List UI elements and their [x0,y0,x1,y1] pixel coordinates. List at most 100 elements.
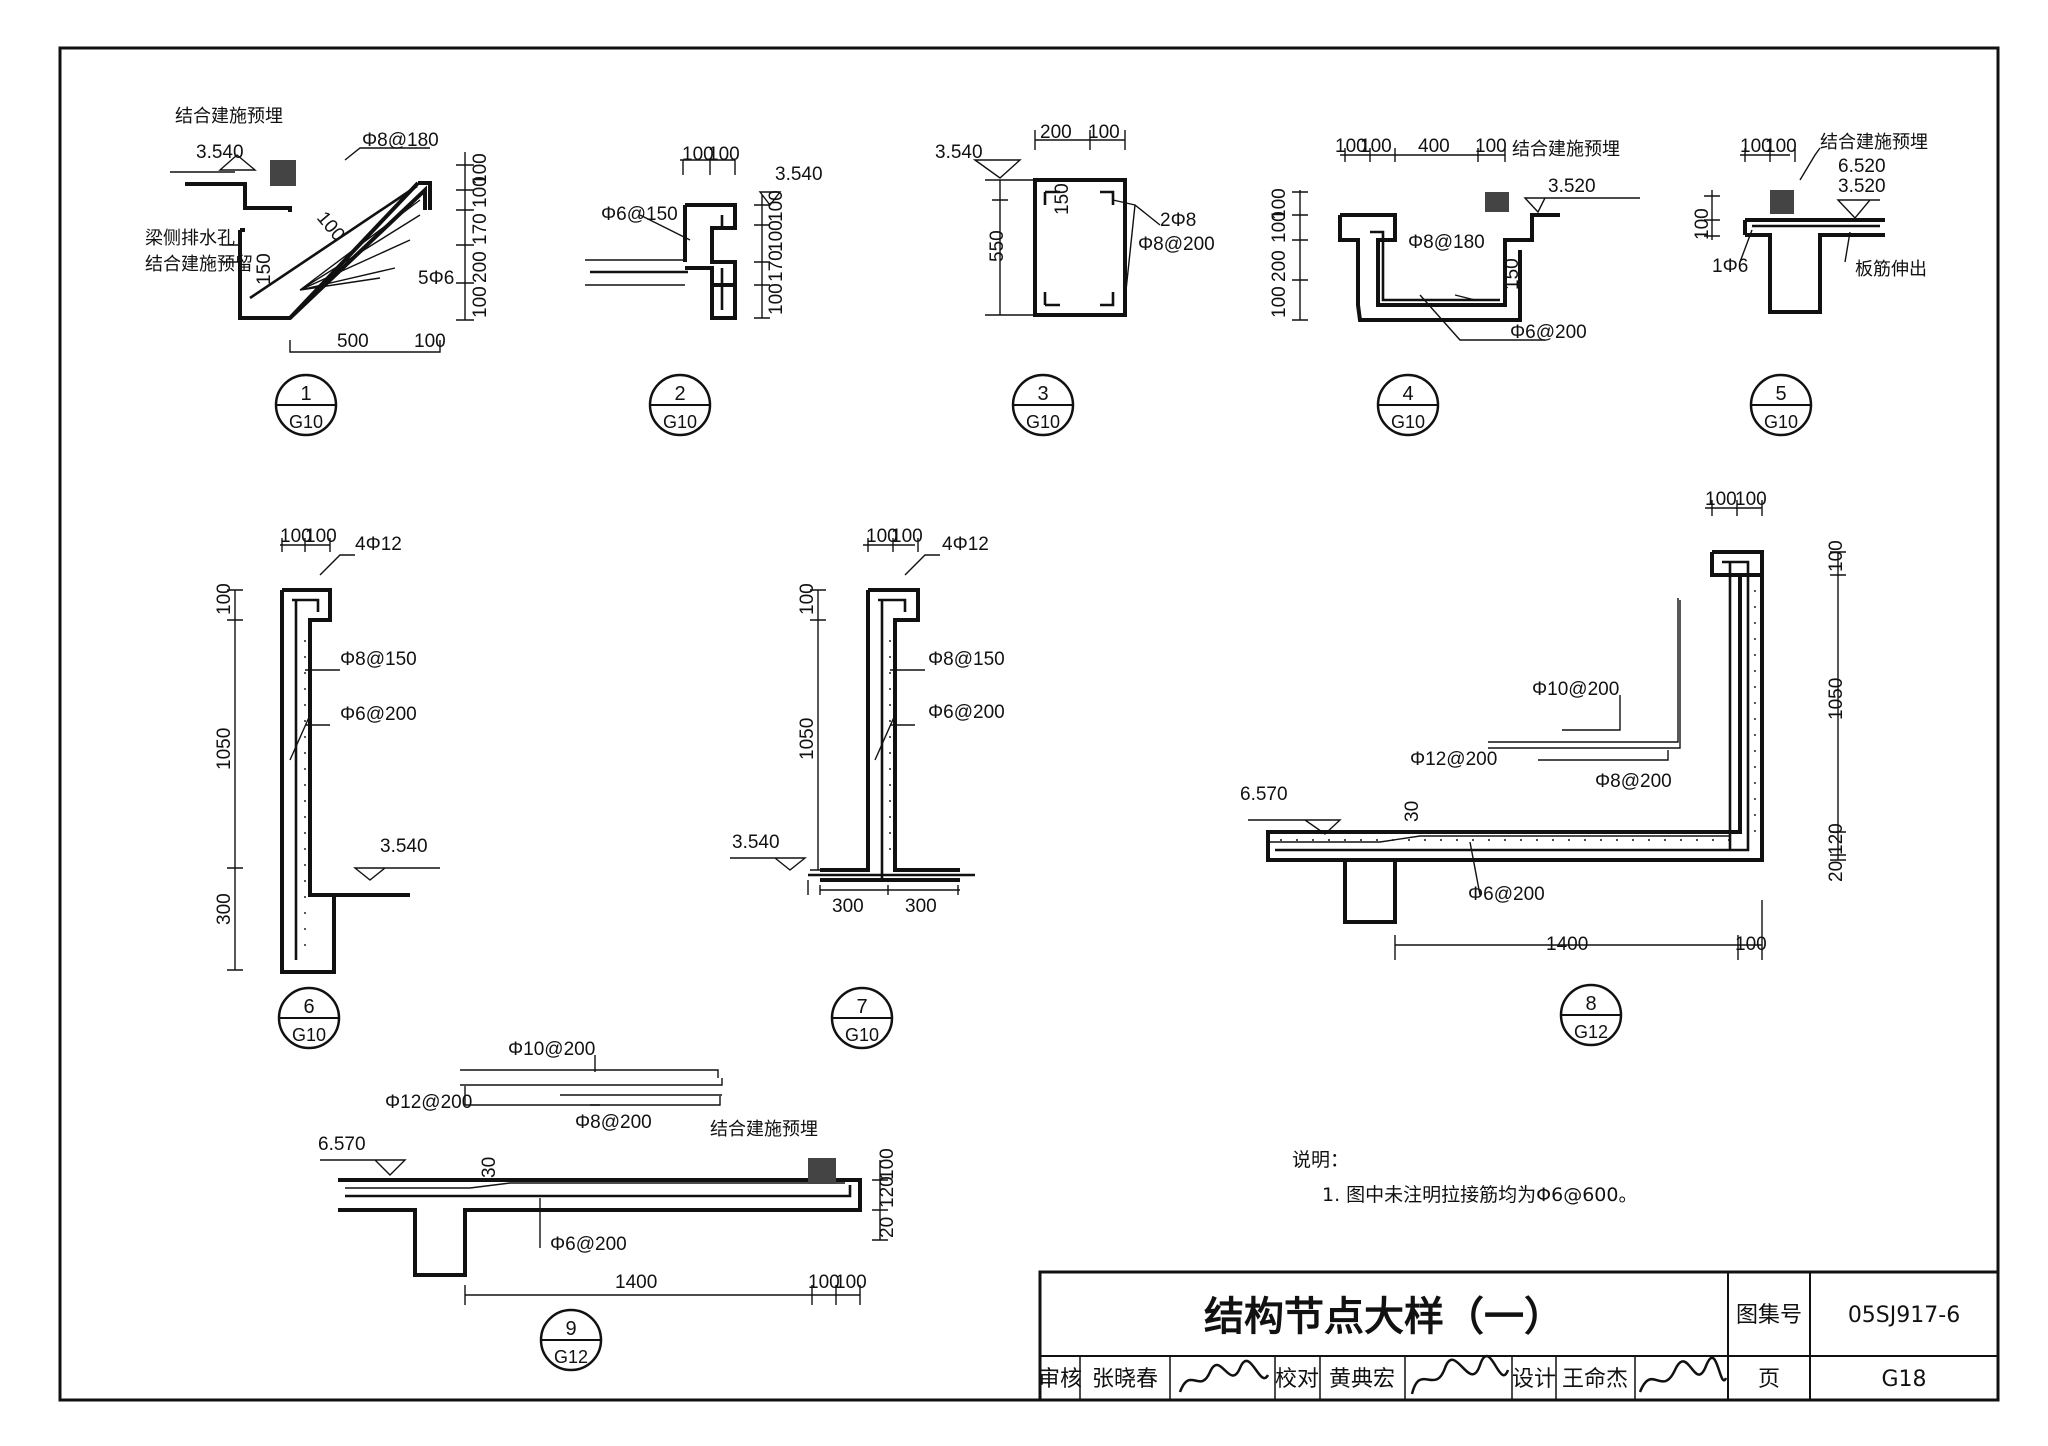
d1-dim-500: 500 [337,331,369,352]
d9-dim-30: 30 [479,1157,500,1178]
d1-v2: 100 [470,176,491,208]
d8-dim-100: 100 [1735,934,1767,955]
d4-top-100c: 100 [1475,136,1507,157]
d7-elev: 3.540 [732,832,780,853]
d8-rebar-top: Φ10@200 [1532,679,1619,700]
d6-rebar-tie: Φ6@200 [340,704,417,725]
d7-v-100: 100 [797,583,818,615]
detail-markers: 1 G10 2 G10 3 G10 4 G10 5 G10 [274,373,1813,1372]
d3-top-100: 100 [1088,122,1120,143]
d9-rebar-top: Φ10@200 [508,1039,595,1060]
designer-signature [1638,1356,1728,1393]
d2-top-100a: 100 [682,144,714,165]
detail-marker-7-ref: G10 [845,1025,879,1045]
d8-elev: 6.570 [1240,784,1288,805]
d1-elev: 3.540 [196,142,244,163]
d1-v5: 100 [470,286,491,318]
d1-rebar: Φ8@180 [362,130,439,151]
d9-embed-label: 结合建施预埋 [710,1119,818,1139]
detail-marker-3-ref: G10 [1026,412,1060,432]
detail-8: 100 100 100 1050 Φ10@200 Φ12@200 Φ8@200 … [1240,489,1847,960]
detail-9: Φ10@200 Φ12@200 Φ8@200 结合建施预埋 6.570 30 Φ… [318,1039,898,1305]
detail-marker-2-ref: G10 [663,412,697,432]
d8-v-120: 120 [1826,823,1847,855]
designer-name: 王命杰 [1562,1367,1628,1392]
d4-top-400: 400 [1418,136,1450,157]
d4-embed-label: 结合建施预埋 [1512,139,1620,159]
detail-marker-1-num: 1 [300,383,311,405]
d5-embed-label: 结合建施预埋 [1820,132,1928,152]
d9-rebar-bottom: Φ6@200 [550,1234,627,1255]
d4-top-100b: 100 [1360,136,1392,157]
d3-top-200: 200 [1040,122,1072,143]
d9-v-20: 20 [877,1217,898,1238]
d7-top-100b: 100 [891,526,923,547]
detail-marker-9-num: 9 [565,1318,576,1340]
d2-top-100b: 100 [708,144,740,165]
d5-dim-100: 100 [1692,208,1713,240]
d5-top-100a: 100 [1740,136,1772,157]
d5-elev-high: 6.520 [1838,156,1886,177]
detail-marker-6-num: 6 [303,996,314,1018]
d4-v2: 100 [1269,211,1290,243]
d1-reserve: 结合建施预留 [145,254,253,274]
d9-dim-1400: 1400 [615,1272,657,1293]
d5-elev-low: 3.520 [1838,176,1886,197]
d8-rebar-bottom: Φ6@200 [1468,884,1545,905]
d4-rebar-bottom: Φ6@200 [1510,322,1587,343]
title-block: 结构节点大样（一） 图集号 05SJ917-6 页 G18 审核 张晓春 校对 … [1038,1270,2000,1402]
d5-rebar: 1Φ6 [1712,256,1748,277]
d3-dim-150: 150 [1052,183,1073,215]
detail-marker-6-ref: G10 [292,1025,326,1045]
d8-v-1050: 1050 [1826,678,1847,720]
d7-rebar-top: 4Φ12 [942,534,989,555]
notes: 说明： 1. 图中未注明拉接筋均为Φ6@600。 [1292,1149,1637,1206]
d4-top-100a: 100 [1335,136,1367,157]
d1-v4: 200 [470,251,491,283]
d2-v4: 100 [766,283,787,315]
page-label: 页 [1758,1367,1780,1392]
d8-v-100: 100 [1826,540,1847,572]
d4-v4: 100 [1269,286,1290,318]
detail-marker-1: 1 G10 [274,373,338,437]
d6-top-100b: 100 [305,526,337,547]
d1-rebar-5: 5Φ6 [418,268,454,289]
detail-marker-5-ref: G10 [1764,412,1798,432]
d7-rebar-mid: Φ8@150 [928,649,1005,670]
sheet-title: 结构节点大样（一） [1204,1294,1564,1340]
atlas-number: 05SJ917-6 [1848,1303,1960,1328]
d1-embed-label: 结合建施预埋 [175,106,283,126]
d2-v3: 170 [766,250,787,282]
d4-v1: 100 [1269,188,1290,220]
d4-v3: 200 [1269,250,1290,282]
detail-marker-2-num: 2 [674,383,685,405]
detail-marker-2: 2 G10 [648,373,712,437]
d9-dim-100a: 100 [808,1272,840,1293]
d3-dim-550: 550 [987,230,1008,262]
d6-v-100: 100 [214,583,235,615]
detail-marker-5: 5 G10 [1749,373,1813,437]
detail-marker-9: 9 G12 [539,1308,603,1372]
d8-rebar-low: Φ8@200 [1595,771,1672,792]
d1-dim-100b: 100 [414,331,446,352]
d6-v-1050: 1050 [214,728,235,770]
d7-top-100a: 100 [866,526,898,547]
d9-rebar-low: Φ8@200 [575,1112,652,1133]
notes-item-1: 1. 图中未注明拉接筋均为Φ6@600。 [1322,1184,1637,1206]
d8-top-100a: 100 [1705,489,1737,510]
detail-6: 100 100 4Φ12 100 Φ8@150 Φ6@200 1050 3.54… [214,526,440,974]
detail-marker-4-num: 4 [1402,383,1413,405]
d6-top-100a: 100 [280,526,312,547]
d7-dim-300a: 300 [832,896,864,917]
detail-marker-4-ref: G10 [1391,412,1425,432]
d1-drain-hole: 梁侧排水孔 [145,228,235,248]
review-label: 审核 [1038,1367,1082,1392]
d4-elev: 3.520 [1548,176,1596,197]
notes-heading: 说明： [1292,1149,1349,1171]
reviewer-name: 张晓春 [1092,1367,1158,1392]
d1-v1: 100 [470,153,491,185]
d9-elev: 6.570 [318,1134,366,1155]
d8-rebar-mid: Φ12@200 [1410,749,1497,770]
detail-5: 100 100 结合建施预埋 6.520 3.520 100 1Φ6 板筋伸出 [1692,132,1928,314]
